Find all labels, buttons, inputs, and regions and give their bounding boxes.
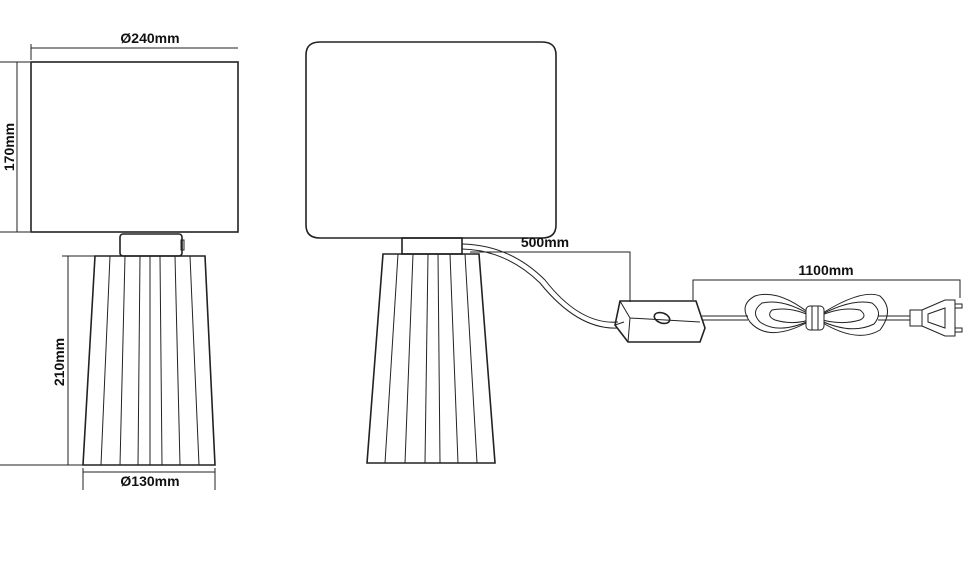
- label-cord-plug: 1100mm: [798, 262, 853, 278]
- switch-button-icon: [653, 311, 671, 325]
- dimension-cord-switch: 500mm: [470, 234, 631, 302]
- inline-switch: [614, 300, 706, 343]
- dimension-shade-height: 170mm: [0, 61, 30, 233]
- perspective-view: 500mm 1100mm: [305, 41, 963, 464]
- dimension-base-height: 210mm: [0, 255, 95, 466]
- label-shade-height: 170mm: [1, 123, 17, 171]
- power-cord: [461, 243, 619, 329]
- coiled-cord: [744, 293, 888, 336]
- label-shade-diameter: Ø240mm: [120, 30, 179, 46]
- base-left: [82, 255, 216, 466]
- label-cord-switch: 500mm: [521, 234, 569, 250]
- shade-right: [305, 41, 557, 239]
- dimension-shade-diameter: Ø240mm: [30, 30, 238, 60]
- label-base-height: 210mm: [51, 338, 67, 386]
- label-base-diameter: Ø130mm: [120, 473, 179, 489]
- dimension-cord-plug: 1100mm: [692, 262, 961, 300]
- collar-left: [119, 233, 183, 257]
- dimension-base-diameter: Ø130mm: [82, 468, 216, 490]
- base-right: [366, 253, 496, 464]
- shade-left: [30, 61, 239, 233]
- collar-right: [401, 237, 463, 255]
- front-view: Ø240mm 170mm 210mm Ø130mm: [0, 30, 239, 490]
- plug: [909, 299, 963, 337]
